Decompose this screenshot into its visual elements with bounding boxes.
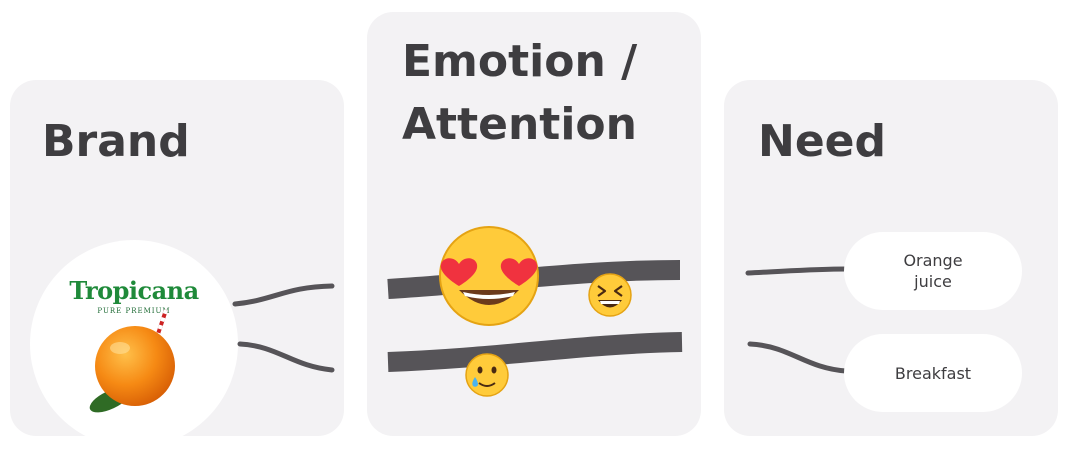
need-item-orange-juice: Orange juice xyxy=(844,232,1022,310)
logo-subtext: PURE PREMIUM xyxy=(97,307,171,315)
logo-wordmark: Tropicana xyxy=(69,276,199,305)
orange-icon xyxy=(89,309,175,413)
emotion-title-line2: Attention xyxy=(402,99,637,150)
tropicana-logo: Tropicana PURE PREMIUM xyxy=(30,240,238,448)
emotion-panel: Emotion / Attention xyxy=(367,12,701,436)
emotion-title-line1: Emotion / xyxy=(402,36,638,87)
brand-title: Brand xyxy=(42,116,190,167)
need-item-label: Orange juice xyxy=(903,251,963,291)
need-title: Need xyxy=(758,116,887,167)
need-item-label: Breakfast xyxy=(894,363,972,383)
emotion-title: Emotion / Attention xyxy=(402,30,637,156)
need-item-breakfast: Breakfast xyxy=(844,334,1022,412)
